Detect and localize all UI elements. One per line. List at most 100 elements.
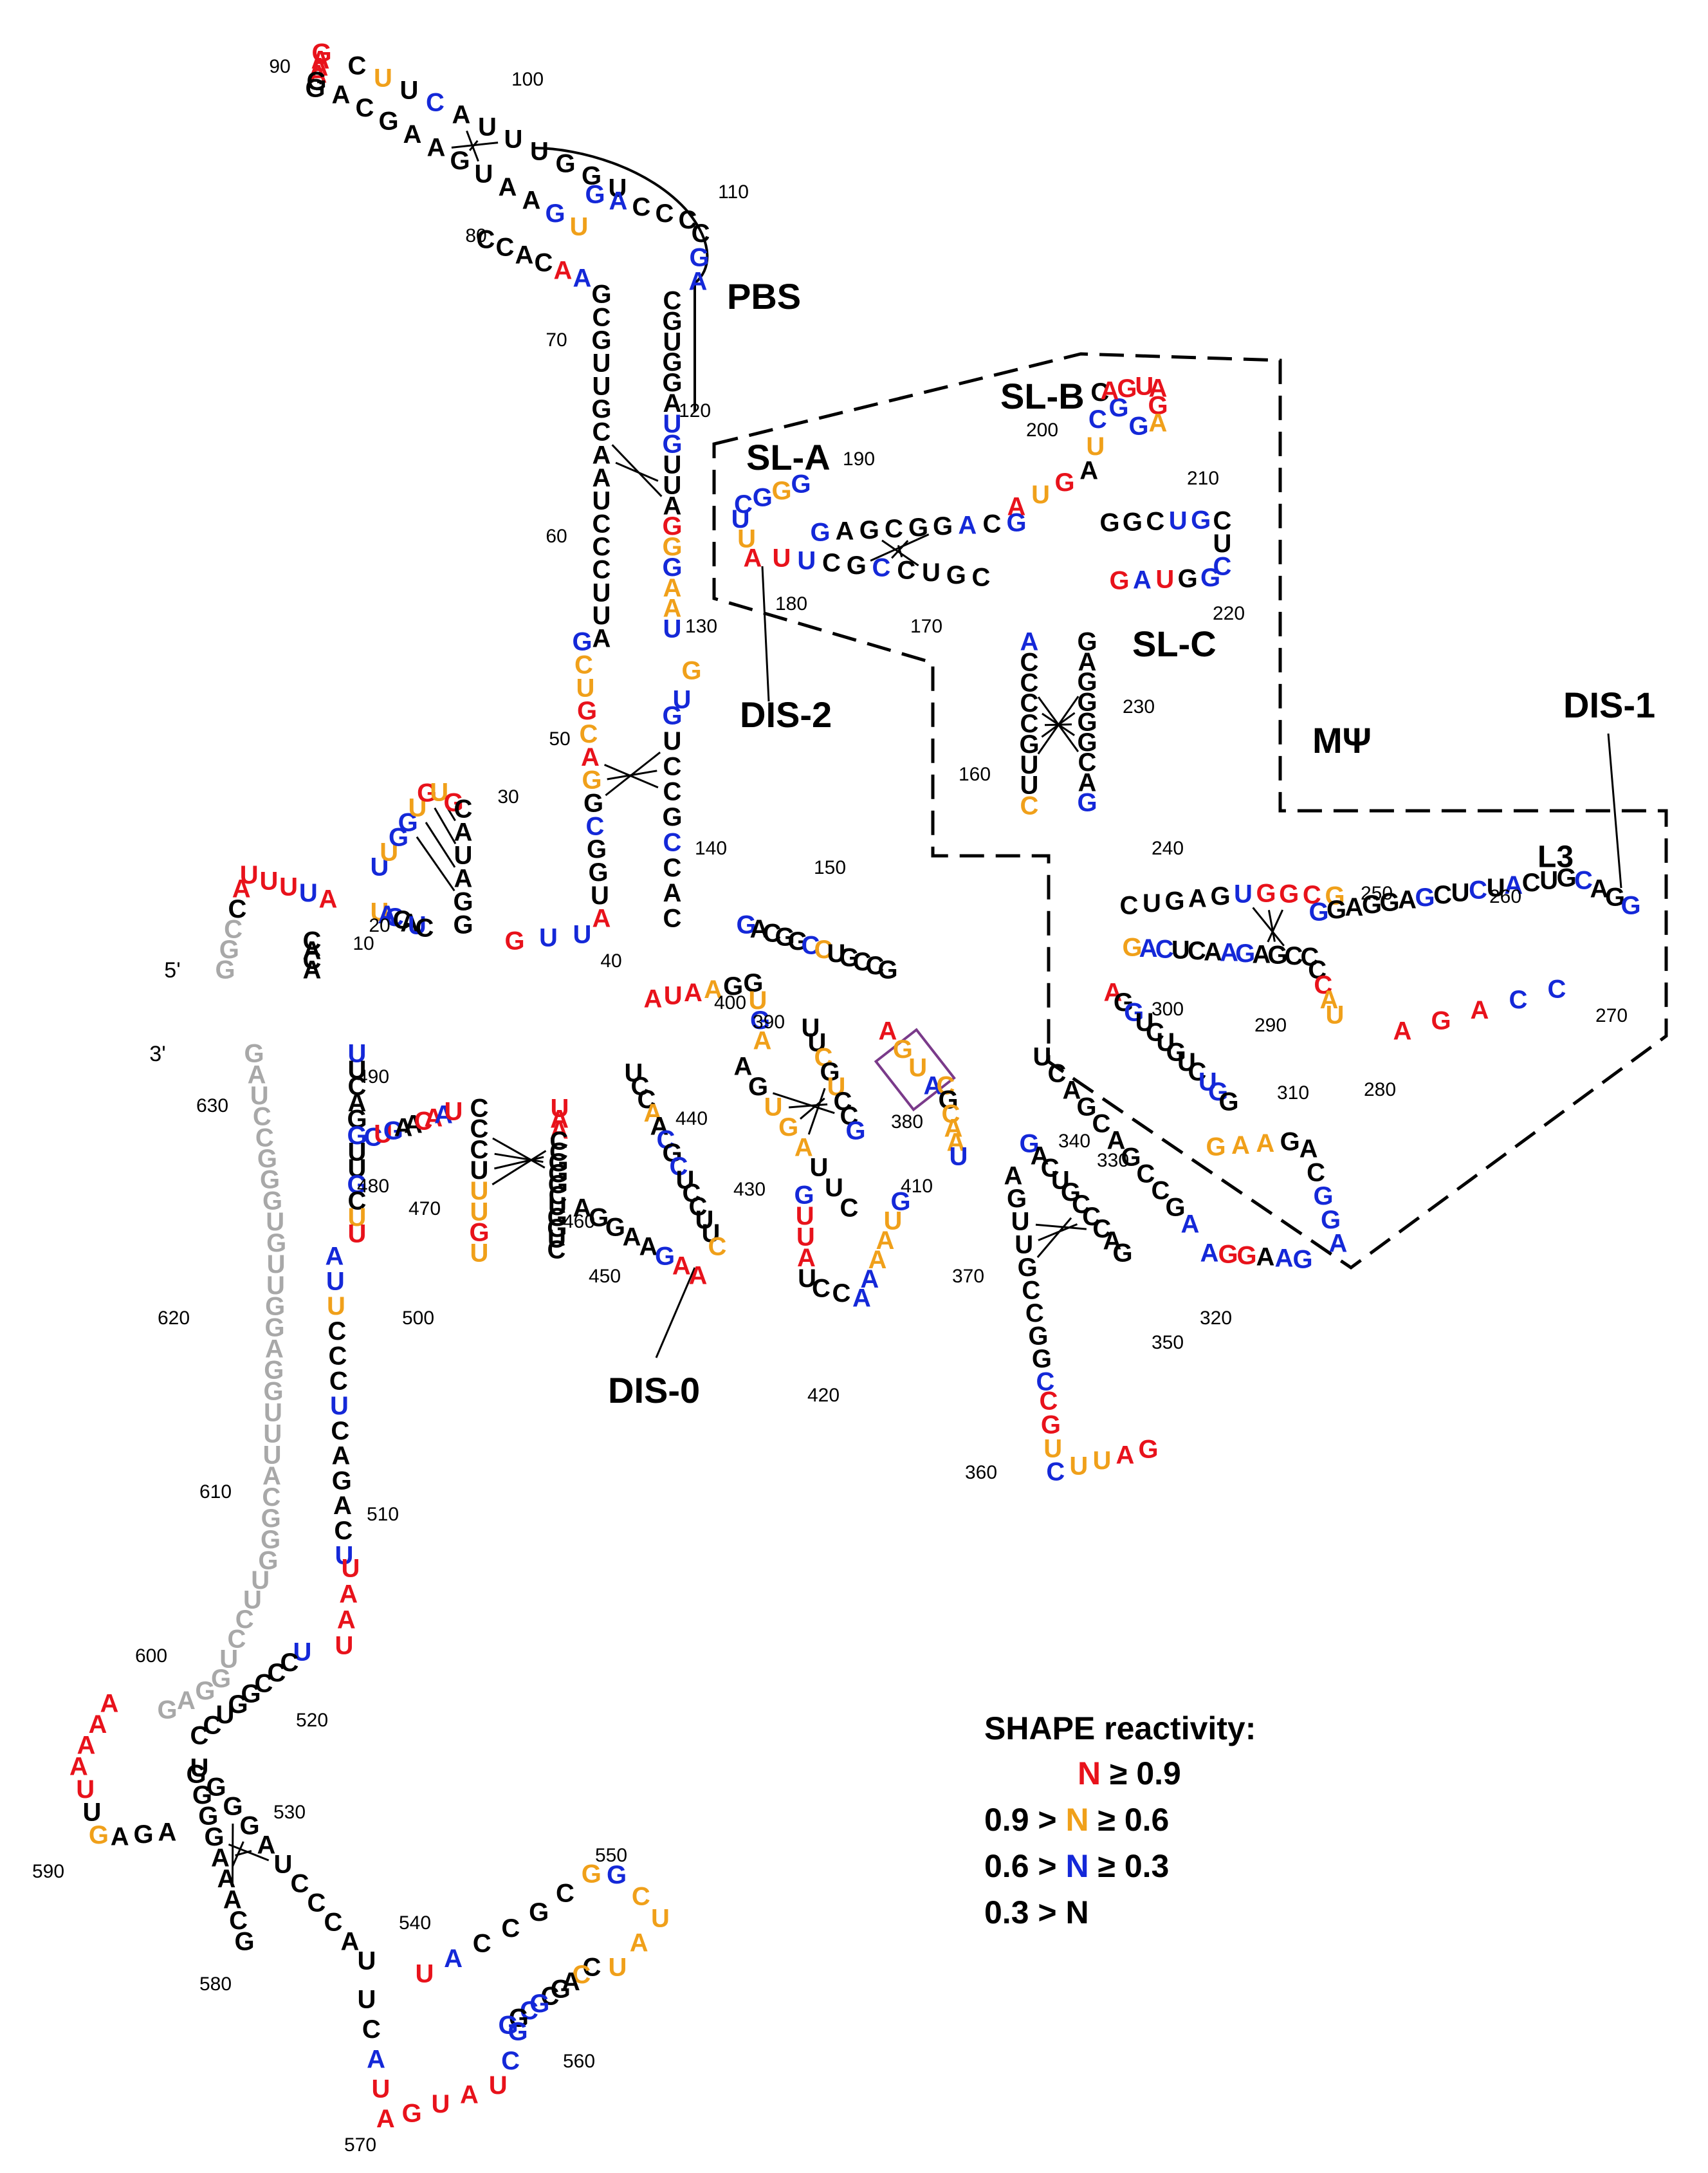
nucleotide: C [632,193,651,221]
nucleotide: A [1204,938,1222,966]
nucleotide: G [260,1166,280,1194]
position-label: 390 [753,1012,785,1033]
nucleotide: G [1235,939,1255,968]
nucleotide: C [586,812,605,840]
nucleotide: G [1327,896,1346,924]
nucleotide: U [592,349,611,378]
nucleotide: G [1077,789,1097,817]
nucleotide: C [1020,689,1039,717]
position-label: 260 [1489,886,1521,907]
nucleotide: C [1574,867,1593,895]
nucleotide: C [385,903,404,932]
position-label: 380 [891,1111,923,1133]
nucleotide: G [347,1105,367,1133]
nucleotide: G [1117,374,1137,403]
nucleotide: G [306,68,326,96]
nucleotide: C [708,1233,727,1261]
nucleotide: U [250,1082,269,1110]
nucleotide: A [753,1027,772,1055]
nucleotide: A [309,60,327,89]
nucleotide: G [890,1188,910,1216]
nucleotide: U [327,1292,345,1320]
nucleotide: G [662,803,682,831]
nucleotide: A [663,389,682,418]
position-label: 320 [1200,1308,1232,1329]
nucleotide: G [587,835,607,864]
nucleotide: C [1137,1160,1155,1188]
nucleotide: A [1256,1129,1274,1158]
label-sl-c: SL-C [1132,624,1217,664]
nucleotide: G [1041,1410,1061,1439]
nucleotide: U [1135,1008,1154,1037]
nucleotide: C [253,1103,271,1131]
nucleotide: C [1022,1276,1040,1304]
nucleotide: G [845,1117,865,1145]
nucleotide: C [1020,669,1039,697]
nucleotide: U [773,544,791,573]
nucleotide: U [663,471,682,499]
nucleotide: G [723,972,743,1001]
nucleotide: A [424,1104,443,1133]
nucleotide: G [264,1377,284,1405]
nucleotide: A [265,1335,284,1364]
nucleotide: U [348,1056,367,1084]
nucleotide: U [335,1632,354,1660]
nucleotide: A [1200,1239,1219,1268]
nucleotide: G [1018,1253,1038,1282]
nucleotide: C [840,1194,859,1223]
position-label: 120 [679,400,711,421]
nucleotide: G [1138,1436,1158,1464]
position-label: 480 [357,1176,389,1197]
position-label: 560 [563,2051,595,2072]
nucleotide: A [1007,493,1026,521]
nucleotide: C [235,1605,254,1634]
nucleotide: G [1006,509,1026,537]
nucleotide: G [450,147,470,175]
nucleotide: G [1019,1130,1039,1158]
nucleotide: A [460,2081,479,2109]
nucleotide: G [264,1356,284,1384]
nucleotide: A [1078,648,1097,676]
nucleotide: C [228,1625,246,1654]
nucleotide: C [334,1517,353,1545]
nucleotide: C [549,1138,568,1166]
nucleotide: C [348,52,367,80]
nucleotide: U [576,674,595,702]
nucleotide: G [946,561,966,589]
nucleotide: A [311,46,330,75]
nucleotide: G [205,1823,225,1851]
nucleotide: G [239,1812,259,1840]
nucleotide: G [469,1218,489,1246]
nucleotide: G [662,512,682,541]
nucleotide: A [704,976,722,1004]
legend-title: SHAPE reactivity: [984,1710,1256,1746]
nucleotide: C [473,1929,491,1957]
nucleotide: C [679,206,697,234]
nucleotide: C [228,895,246,923]
nucleotide: A [1252,940,1271,968]
nucleotide: G [219,936,239,964]
nucleotide: A [1020,628,1039,656]
nucleotide: C [356,94,374,122]
nucleotide: U [1020,772,1039,800]
nucleotide: G [311,39,331,68]
position-label: 540 [399,1912,431,1934]
nucleotide: C [814,1043,833,1071]
nucleotide: C [1509,986,1528,1014]
nucleotide: U [1198,1068,1217,1096]
nucleotide: A [744,544,762,573]
nucleotide: U [592,487,611,515]
nucleotide: G [1256,879,1276,907]
shape-reactivity-legend: SHAPE reactivity: N ≥ 0.90.9 > N ≥ 0.60.… [984,1710,1256,1930]
position-label: 90 [269,56,290,77]
nucleotide: U [371,898,389,927]
nucleotide: A [177,1687,196,1715]
nucleotide: U [551,1095,569,1123]
